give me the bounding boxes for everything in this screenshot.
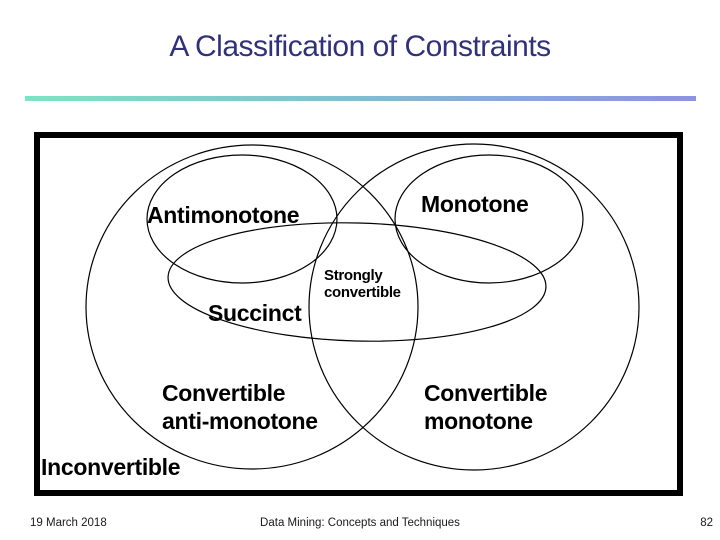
monotone-label: Monotone — [421, 191, 529, 217]
antimonotone-ellipse — [146, 154, 338, 284]
strongly-convertible-label: Strongly convertible — [324, 267, 401, 301]
convertible-anti-monotone-label: Convertible anti-monotone — [162, 380, 318, 434]
succinct-ellipse — [167, 222, 547, 342]
convertible-monotone-label: Convertible monotone — [424, 380, 548, 434]
convertible-anti-monotone-ellipse — [85, 144, 419, 470]
page-title: A Classification of Constraints — [169, 30, 551, 63]
footer-page-number: 82 — [700, 517, 713, 529]
footer-date: 19 March 2018 — [30, 517, 107, 529]
title-divider — [25, 96, 696, 101]
footer-title: Data Mining: Concepts and Techniques — [260, 517, 460, 529]
inconvertible-label: Inconvertible — [41, 454, 181, 480]
monotone-ellipse — [394, 154, 584, 284]
diagram-border — [34, 132, 683, 496]
antimonotone-label: Antimonotone — [147, 202, 300, 228]
succinct-label: Succinct — [208, 300, 302, 326]
convertible-monotone-ellipse — [308, 143, 640, 471]
